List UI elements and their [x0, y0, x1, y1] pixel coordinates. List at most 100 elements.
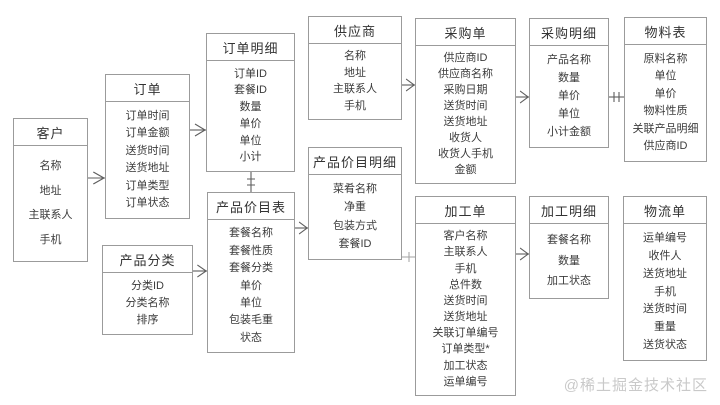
entity-order-fields: 订单时间订单金额送货时间送货地址订单类型订单状态	[106, 102, 189, 218]
entity-field: 主联系人	[28, 209, 73, 222]
entity-field: 送货地址	[443, 116, 488, 128]
entity-field: 名称	[344, 50, 366, 63]
entity-field: 送货地址	[443, 311, 488, 324]
entity-field: 单价	[558, 90, 580, 102]
entity-field: 套餐性质	[229, 244, 273, 257]
entity-supplier-title: 供应商	[309, 17, 401, 44]
relation-processingdetail-processing-crowfoot-icon	[516, 247, 529, 261]
entity-order-title: 订单	[106, 75, 189, 102]
entity-purchase-order: 采购单 供应商ID 供应商名称采购日期送货时间送货地址收货人收货人手机金额	[415, 18, 516, 184]
entity-price-detail-fields: 菜肴名称净重包装方式套餐ID	[309, 175, 401, 259]
entity-field: 加工状态	[443, 359, 488, 372]
entity-field: 单价	[240, 279, 262, 292]
entity-logistics: 物流单 运单编号收件人送货地址手机送货时间重量送货状态	[623, 196, 707, 361]
entity-logistics-fields: 运单编号收件人送货地址手机送货时间重量送货状态	[624, 224, 706, 360]
entity-field: 手机	[344, 99, 366, 112]
entity-field: 地址	[39, 184, 62, 197]
relation-purchase-supplier-crowfoot-icon	[402, 78, 415, 92]
entity-price-detail-title: 产品价目明细	[309, 148, 401, 175]
entity-field: 包装毛重	[229, 314, 273, 327]
entity-processing-detail: 加工明细 套餐名称数量加工状态	[529, 196, 609, 299]
entity-field: 订单类型*	[441, 343, 490, 356]
entity-price-list-fields: 套餐名称套餐性质套餐分类单价单位包装毛重状态	[208, 220, 294, 352]
entity-materials-title: 物料表	[625, 18, 706, 45]
entity-field: 供应商ID	[443, 52, 488, 64]
entity-field: 关联产品明细	[632, 122, 699, 135]
entity-field: 净重	[344, 201, 366, 214]
entity-field: 订单金额	[125, 127, 170, 140]
entity-field: 收货人	[449, 132, 482, 144]
entity-field: 采购日期	[443, 84, 488, 96]
relation-processing-pricedetail-tick-icon	[402, 252, 415, 262]
entity-field: 单价	[654, 87, 677, 100]
entity-price-detail: 产品价目明细 菜肴名称净重包装方式套餐ID	[308, 147, 402, 260]
entity-field: 订单时间	[125, 109, 170, 122]
relation-orderdetail-order-crowfoot-icon	[190, 123, 206, 137]
entity-field: 套餐名称	[229, 227, 273, 240]
entity-field: 单位	[654, 70, 677, 83]
entity-order: 订单 订单时间订单金额送货时间送货地址订单类型订单状态	[105, 74, 190, 219]
entity-field: 数量	[558, 72, 580, 84]
entity-field: 数量	[558, 254, 580, 267]
entity-processing-order: 加工单 客户名称主联系人手机总件数送货时间送货地址关联订单编号订单类型*加工状态…	[415, 196, 516, 396]
relation-materials-purchasedetail-ticks-icon	[609, 92, 624, 102]
entity-customer-fields: 名称地址主联系人手机	[14, 146, 87, 261]
entity-field: 小计	[239, 151, 262, 164]
entity-processing-order-fields: 客户名称主联系人手机总件数送货时间送货地址关联订单编号订单类型*加工状态运单编号	[416, 224, 515, 395]
entity-field: 单价	[239, 117, 262, 130]
entity-order-detail-title: 订单明细	[207, 34, 294, 61]
entity-field: 单位	[240, 296, 262, 309]
entity-field: 供应商名称	[438, 68, 493, 80]
entity-field: 收件人	[648, 249, 682, 262]
entity-field: 送货时间	[643, 303, 687, 316]
entity-field: 原料名称	[643, 52, 688, 65]
entity-price-list: 产品价目表 套餐名称套餐性质套餐分类单价单位包装毛重状态	[207, 192, 295, 353]
entity-field: 手机	[39, 233, 62, 246]
entity-field: 客户名称	[443, 230, 488, 243]
entity-customer-title: 客户	[14, 119, 87, 146]
entity-field: 重量	[654, 321, 676, 334]
entity-field: 送货状态	[643, 339, 687, 352]
entity-field: 菜肴名称	[333, 183, 377, 196]
entity-purchase-detail-title: 采购明细	[530, 19, 608, 46]
entity-field: 套餐分类	[229, 262, 273, 275]
entity-field: 套餐ID	[338, 237, 372, 250]
entity-materials-fields: 原料名称单位单价物料性质关联产品明细供应商ID	[625, 45, 706, 161]
entity-field: 单位	[558, 108, 580, 120]
entity-field: 手机	[454, 262, 477, 275]
entity-field: 产品名称	[547, 54, 591, 66]
entity-field: 手机	[654, 285, 676, 298]
entity-price-list-title: 产品价目表	[208, 193, 294, 220]
entity-field: 送货时间	[125, 144, 170, 157]
entity-field: 包装方式	[333, 219, 377, 232]
entity-purchase-order-fields: 供应商ID 供应商名称采购日期送货时间送货地址收货人收货人手机金额	[416, 46, 515, 183]
entity-purchase-detail-fields: 产品名称数量单价单位小计金额	[530, 46, 608, 147]
entity-purchase-order-title: 采购单	[416, 19, 515, 46]
entity-field: 订单类型	[125, 179, 170, 192]
entity-field: 送货时间	[443, 100, 488, 112]
entity-logistics-title: 物流单	[624, 197, 706, 224]
entity-field: 主联系人	[333, 83, 377, 96]
entity-field: 物料性质	[643, 105, 688, 118]
entity-field: 排序	[136, 314, 159, 326]
entity-field: 收货人手机	[438, 148, 493, 160]
entity-field: 分类名称	[125, 297, 170, 309]
entity-field: 数量	[239, 101, 262, 114]
entity-processing-order-title: 加工单	[416, 197, 515, 224]
relation-order-customer-crowfoot-icon	[88, 171, 105, 185]
entity-field: 地址	[344, 66, 366, 79]
entity-supplier: 供应商 名称地址主联系人手机	[308, 16, 402, 120]
entity-field: 状态	[240, 331, 262, 344]
entity-field: 金额	[454, 164, 477, 176]
entity-field: 加工状态	[547, 274, 591, 287]
entity-field: 套餐名称	[547, 234, 591, 247]
entity-purchase-detail: 采购明细 产品名称数量单价单位小计金额	[529, 18, 609, 148]
entity-field: 关联订单编号	[432, 327, 499, 340]
entity-field: 送货地址	[125, 162, 170, 175]
entity-field: 送货地址	[643, 267, 687, 280]
entity-product-category-title: 产品分类	[103, 246, 192, 273]
entity-processing-detail-fields: 套餐名称数量加工状态	[530, 224, 608, 298]
